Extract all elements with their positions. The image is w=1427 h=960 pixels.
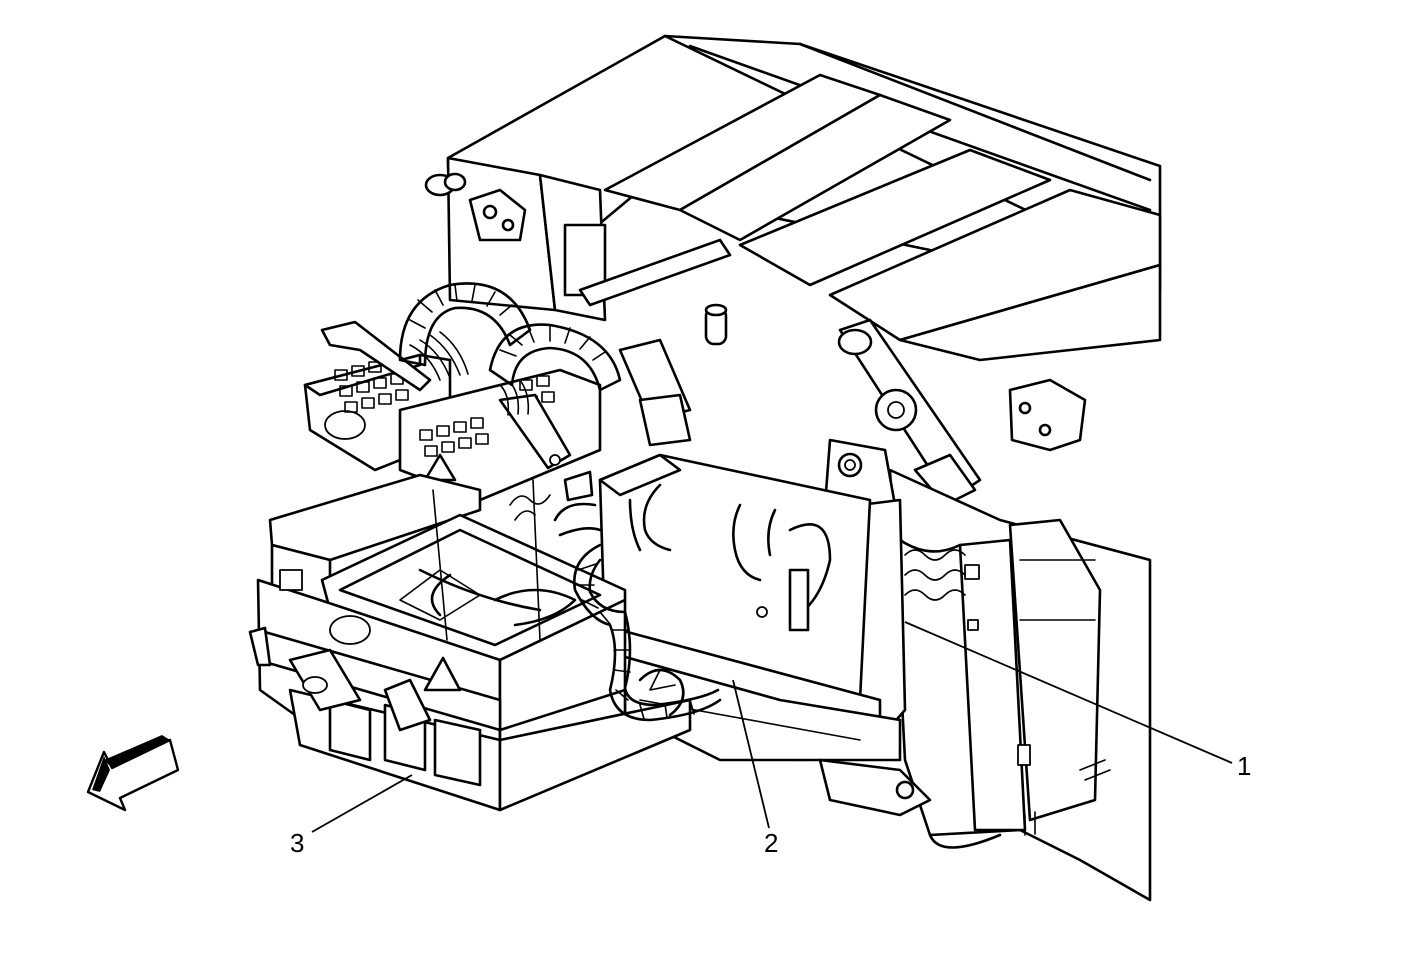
wire-harness — [432, 470, 722, 722]
warning-triangle-icon — [423, 656, 462, 692]
control-module-assembly — [598, 438, 932, 817]
harness-connectors — [303, 282, 622, 502]
callout-1: 1 — [1237, 751, 1251, 781]
hvac-module-housing — [424, 34, 1162, 902]
leader-line-1 — [904, 621, 1233, 764]
duct-trim-marks — [1024, 759, 1111, 836]
callout-3: 3 — [290, 828, 304, 858]
junction-block — [248, 473, 692, 812]
forward-direction-arrow-icon — [86, 735, 180, 812]
callout-leaders — [311, 621, 1233, 833]
callout-2: 2 — [764, 828, 778, 858]
leader-line-3 — [311, 774, 413, 833]
leader-line-2 — [732, 679, 770, 829]
